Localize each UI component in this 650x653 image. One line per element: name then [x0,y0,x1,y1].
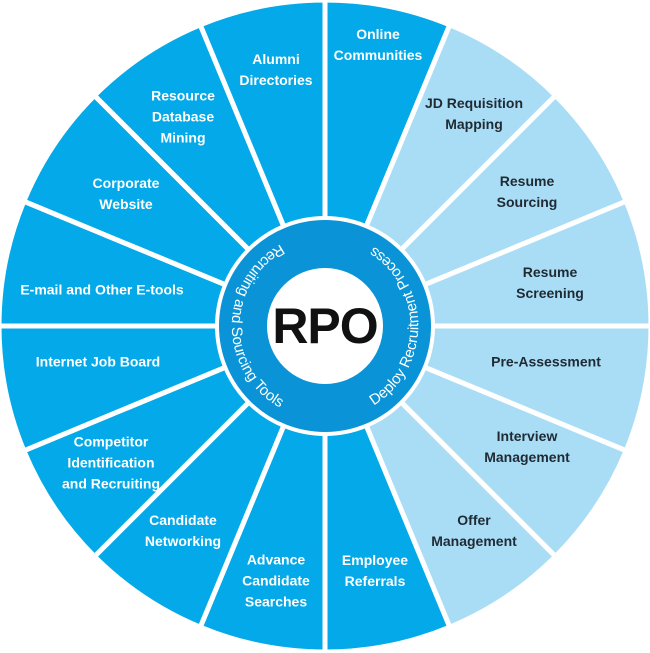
segment-label-line: Candidate [149,512,217,528]
segment-label-line: E-mail and Other E-tools [20,281,184,298]
segment-label-line: Online [356,26,400,42]
segment-label-line: Internet Job Board [35,353,161,370]
segment-label: Pre-Assessment [491,352,601,373]
segment-label-line: Resume [522,264,578,280]
segment-label-line: Mining [160,129,206,146]
center-circle [267,268,383,384]
segment-label-line: Offer [457,512,491,528]
segment-label: E-mail and Other E-tools [20,280,183,301]
segment-label-line: and Recruiting [61,475,161,492]
segment-label-line: Resume [499,173,555,189]
segment-label-line: Website [99,196,153,212]
segment-label-line: Management [431,533,517,549]
segment-label-line: Database [151,108,215,125]
segment-label-line: Alumni [252,51,300,67]
segment-label-line: Candidate [242,572,310,589]
segment-label-line: Competitor [73,433,149,450]
segment-label-line: Interview [496,428,558,444]
segment-label-line: Communities [333,47,423,63]
segment-label-line: Identification [67,454,155,471]
center-title: RPO [272,298,378,354]
segment-label-line: Mapping [445,116,503,132]
segment-label-line: Sourcing [496,194,558,210]
segment-label-line: Corporate [92,175,160,191]
segment-label-line: Pre-Assessment [491,353,601,370]
segment-label-line: Networking [144,533,222,549]
segment-label-line: Management [484,449,570,465]
segment-label: Internet Job Board [36,352,160,373]
segment-label-line: Resource [151,87,215,104]
segment-label-line: Referrals [344,573,406,589]
segment-label-line: Employee [341,552,409,568]
segment-label-line: Advance [246,551,306,568]
segment-label-line: Searches [244,593,308,610]
segment-label-line: Screening [516,285,584,301]
segment-label-line: JD Requisition [424,95,524,111]
segment-label-line: Directories [239,72,313,88]
